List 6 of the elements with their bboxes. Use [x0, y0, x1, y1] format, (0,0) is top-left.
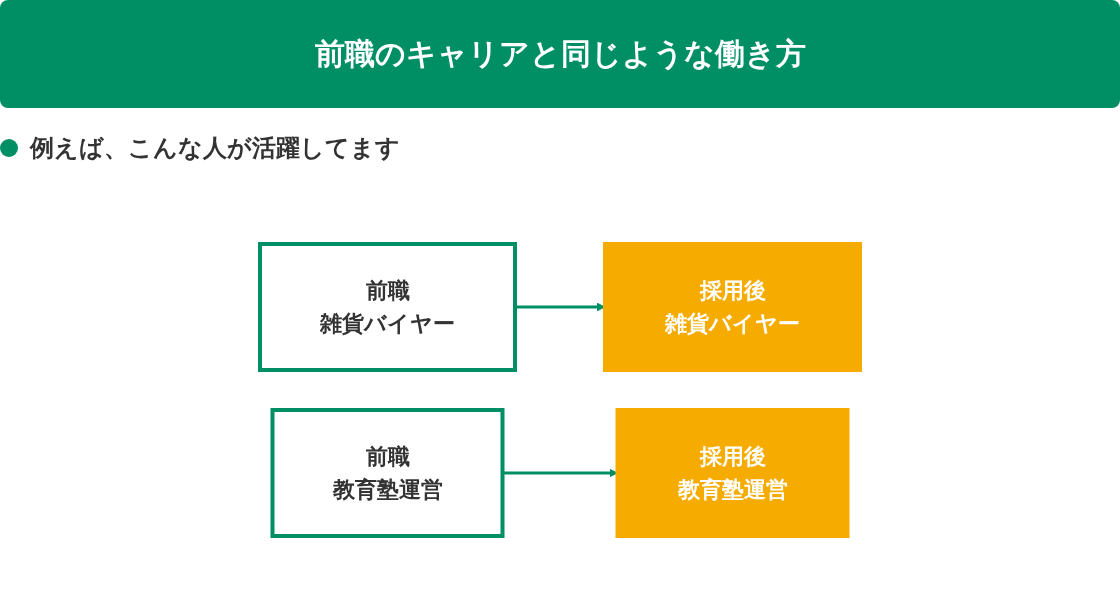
node-box: 採用後 教育塾運営 — [615, 408, 850, 538]
node-box: 採用後 雑貨バイヤー — [603, 242, 862, 372]
title-banner: 前職のキャリアと同じような働き方 — [0, 0, 1120, 108]
subtitle: 例えば、こんな人が活躍してます — [30, 133, 400, 164]
node-box: 前職 雑貨バイヤー — [258, 242, 517, 372]
node-box: 前職 教育塾運営 — [270, 408, 505, 538]
